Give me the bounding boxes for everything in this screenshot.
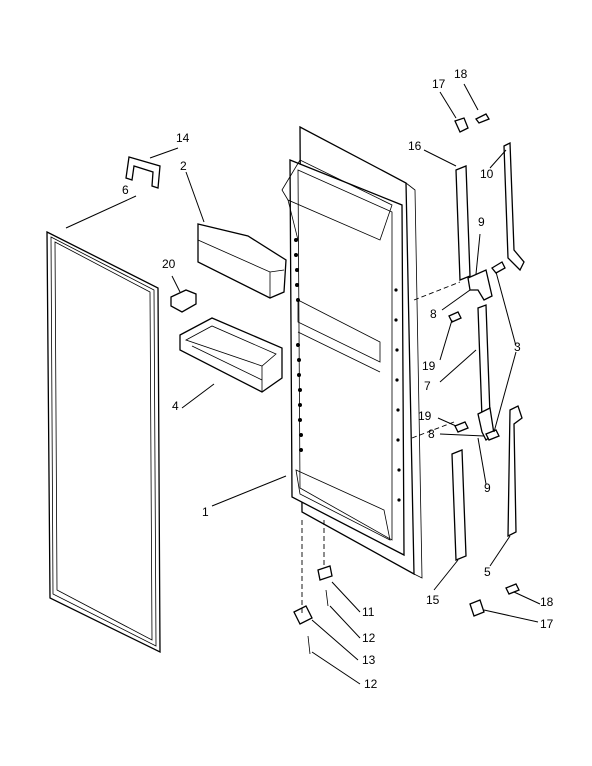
hinge-lower bbox=[454, 407, 500, 441]
callout-15: 15 bbox=[426, 593, 440, 607]
handle-lower bbox=[507, 405, 523, 538]
callout-10: 10 bbox=[480, 167, 494, 181]
callout-19-lower: 19 bbox=[418, 409, 432, 423]
callout-12a: 12 bbox=[362, 631, 376, 645]
callout-8-lower: 8 bbox=[428, 427, 435, 441]
callout-12b: 12 bbox=[364, 677, 378, 691]
callout-1: 1 bbox=[202, 505, 209, 519]
handle-upper bbox=[503, 141, 525, 272]
top-screw bbox=[475, 113, 490, 124]
callout-17-bottom: 17 bbox=[540, 617, 554, 631]
callout-17-top: 17 bbox=[432, 77, 446, 91]
door-bin bbox=[179, 317, 283, 393]
callout-9: 9 bbox=[478, 215, 485, 229]
callout-6: 6 bbox=[122, 183, 129, 197]
bottom-screw-a bbox=[325, 589, 329, 607]
callout-11: 11 bbox=[362, 605, 375, 619]
callout-19-upper: 19 bbox=[422, 359, 436, 373]
top-cap bbox=[454, 117, 469, 133]
bottom-screw-b bbox=[307, 635, 311, 655]
callout-16: 16 bbox=[408, 139, 422, 153]
trim-lower bbox=[451, 449, 467, 561]
door-bin-cover bbox=[197, 223, 287, 299]
bushing bbox=[317, 565, 333, 581]
leader-lines bbox=[65, 83, 541, 685]
bottom-cap bbox=[469, 599, 485, 617]
bottom-hinge bbox=[293, 605, 313, 625]
hinge-upper bbox=[448, 261, 506, 323]
callout-3: 3 bbox=[514, 340, 521, 354]
callout-2: 2 bbox=[180, 159, 187, 173]
trim-top bbox=[455, 165, 471, 281]
refrigerator-door bbox=[281, 125, 423, 579]
callout-7: 7 bbox=[424, 379, 431, 393]
callout-18-bottom: 18 bbox=[540, 595, 554, 609]
bottom-screw bbox=[505, 583, 520, 595]
dairy-bracket bbox=[170, 289, 197, 313]
door-gasket bbox=[46, 230, 161, 654]
trim-upper bbox=[477, 304, 491, 419]
callout-9-lower: 9 bbox=[484, 481, 491, 495]
callout-4: 4 bbox=[172, 399, 179, 413]
callout-8: 8 bbox=[430, 307, 437, 321]
callout-13: 13 bbox=[362, 653, 376, 667]
callout-18-top: 18 bbox=[454, 67, 468, 81]
callout-14: 14 bbox=[176, 131, 190, 145]
top-clip bbox=[125, 156, 161, 189]
callout-5: 5 bbox=[484, 565, 491, 579]
alignment-line bbox=[413, 281, 461, 301]
shelf-holes bbox=[294, 238, 401, 502]
callout-20: 20 bbox=[162, 257, 176, 271]
callouts: 1 2 3 4 5 6 7 8 9 10 11 12 13 14 15 16 1… bbox=[122, 67, 554, 691]
